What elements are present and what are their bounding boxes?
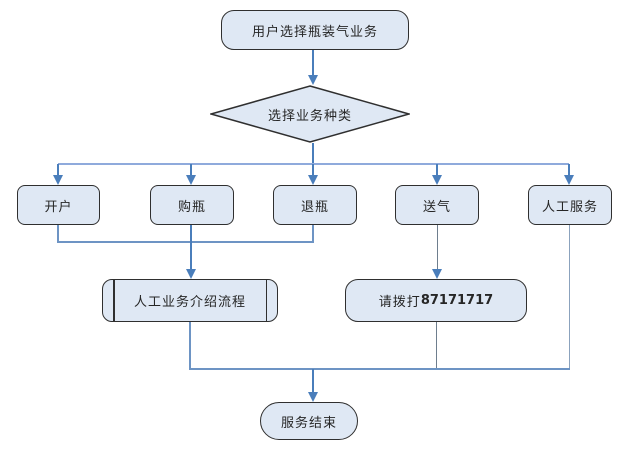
- connector-manual-service-down: [569, 225, 570, 369]
- decision-diamond: 选择业务种类: [208, 85, 412, 143]
- branch-box-deliver-gas: 送气: [395, 185, 479, 225]
- connector-into-call-box: [437, 225, 438, 270]
- connector-merge-rail: [57, 241, 314, 243]
- branch-box-open-account: 开户: [17, 185, 100, 225]
- arrowhead-into-end: [308, 392, 318, 402]
- connector-bottom-rail: [189, 368, 570, 370]
- connector-open-account-down: [57, 225, 59, 242]
- branch-label-buy-bottle: 购瓶: [177, 199, 206, 215]
- branch-box-return-bottle: 退瓶: [273, 185, 357, 225]
- process-intro-label: 人工业务介绍流程: [133, 295, 246, 310]
- connector-call-box-down: [436, 322, 437, 369]
- arrowhead-into-deliver-gas: [432, 175, 442, 185]
- arrowhead-into-process-intro: [186, 269, 196, 279]
- connector-drop-open-account: [57, 164, 59, 175]
- decision-label: 选择业务种类: [267, 108, 352, 124]
- branch-box-buy-bottle: 购瓶: [150, 185, 234, 225]
- arrowhead-into-decision: [308, 75, 318, 85]
- branch-box-manual-service: 人工服务: [528, 185, 612, 225]
- connector-drop-deliver-gas: [436, 164, 438, 175]
- arrowhead-into-buy-bottle: [186, 175, 196, 185]
- connector-process-intro-down: [189, 322, 191, 369]
- end-terminator: 服务结束: [260, 402, 358, 440]
- branch-label-deliver-gas: 送气: [422, 199, 451, 215]
- branch-label-return-bottle: 退瓶: [300, 199, 329, 215]
- call-number-label: 87171717: [420, 293, 494, 308]
- arrowhead-into-call-box: [432, 269, 442, 279]
- arrowhead-into-return-bottle: [308, 175, 318, 185]
- connector-drop-buy-bottle: [190, 164, 192, 175]
- connector-into-process-intro: [190, 225, 192, 270]
- connector-start-to-decision: [312, 50, 314, 75]
- start-label: 用户选择瓶装气业务: [251, 24, 378, 40]
- connector-decision-drop: [312, 143, 314, 164]
- branch-label-manual-service: 人工服务: [541, 199, 598, 215]
- diamond-shape-svg: [208, 85, 412, 143]
- connector-drop-manual-service: [568, 164, 570, 175]
- connector-return-bottle-down: [312, 225, 314, 242]
- branch-label-open-account: 开户: [44, 199, 73, 215]
- end-label: 服务结束: [280, 415, 337, 431]
- start-terminator: 用户选择瓶装气业务: [221, 10, 409, 50]
- call-prefix-label: 请拨打: [378, 295, 421, 310]
- connector-into-end: [312, 369, 314, 392]
- connector-drop-return-bottle: [312, 164, 314, 175]
- predefined-right-bar: [265, 280, 267, 321]
- predefined-left-bar: [113, 280, 115, 321]
- predefined-process-box: 人工业务介绍流程: [102, 279, 278, 322]
- arrowhead-into-open-account: [53, 175, 63, 185]
- arrowhead-into-manual-service: [564, 175, 574, 185]
